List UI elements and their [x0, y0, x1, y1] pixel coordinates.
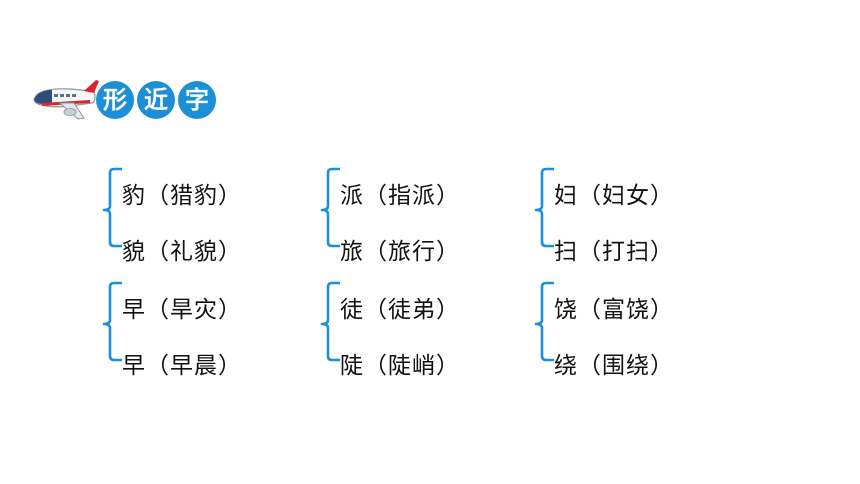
word-group: 派（指派） 旅（旅行）	[318, 164, 518, 265]
word-top: 饶（富饶）	[554, 297, 674, 323]
section-header: 形 近 字	[30, 76, 230, 126]
title-char: 近	[137, 81, 175, 119]
word-bottom: 旅（旅行）	[340, 239, 460, 265]
word-top: 派（指派）	[340, 183, 460, 209]
brace-icon	[102, 281, 122, 362]
word-bottom: 早（早晨）	[122, 353, 242, 379]
brace-icon	[534, 281, 554, 362]
word-top: 徒（徒弟）	[340, 297, 460, 323]
word-top: 早（旱灾）	[122, 297, 242, 323]
word-bottom: 扫（打扫）	[554, 239, 674, 265]
word-bottom: 貌（礼貌）	[122, 239, 242, 265]
word-group: 早（旱灾） 早（早晨）	[100, 278, 300, 379]
airplane-icon	[33, 80, 99, 120]
brace-icon	[102, 167, 122, 248]
word-bottom: 绕（围绕）	[554, 353, 674, 379]
brace-icon	[534, 167, 554, 248]
word-bottom: 陡（陡峭）	[340, 353, 460, 379]
brace-icon	[320, 281, 340, 362]
word-group: 豹（猎豹） 貌（礼貌）	[100, 164, 300, 265]
word-group: 徒（徒弟） 陡（陡峭）	[318, 278, 518, 379]
title-char: 形	[96, 81, 134, 119]
word-top: 豹（猎豹）	[122, 183, 242, 209]
brace-icon	[320, 167, 340, 248]
title-char: 字	[178, 81, 216, 119]
word-group: 妇（妇女） 扫（打扫）	[532, 164, 732, 265]
word-top: 妇（妇女）	[554, 183, 674, 209]
word-group: 饶（富饶） 绕（围绕）	[532, 278, 732, 379]
